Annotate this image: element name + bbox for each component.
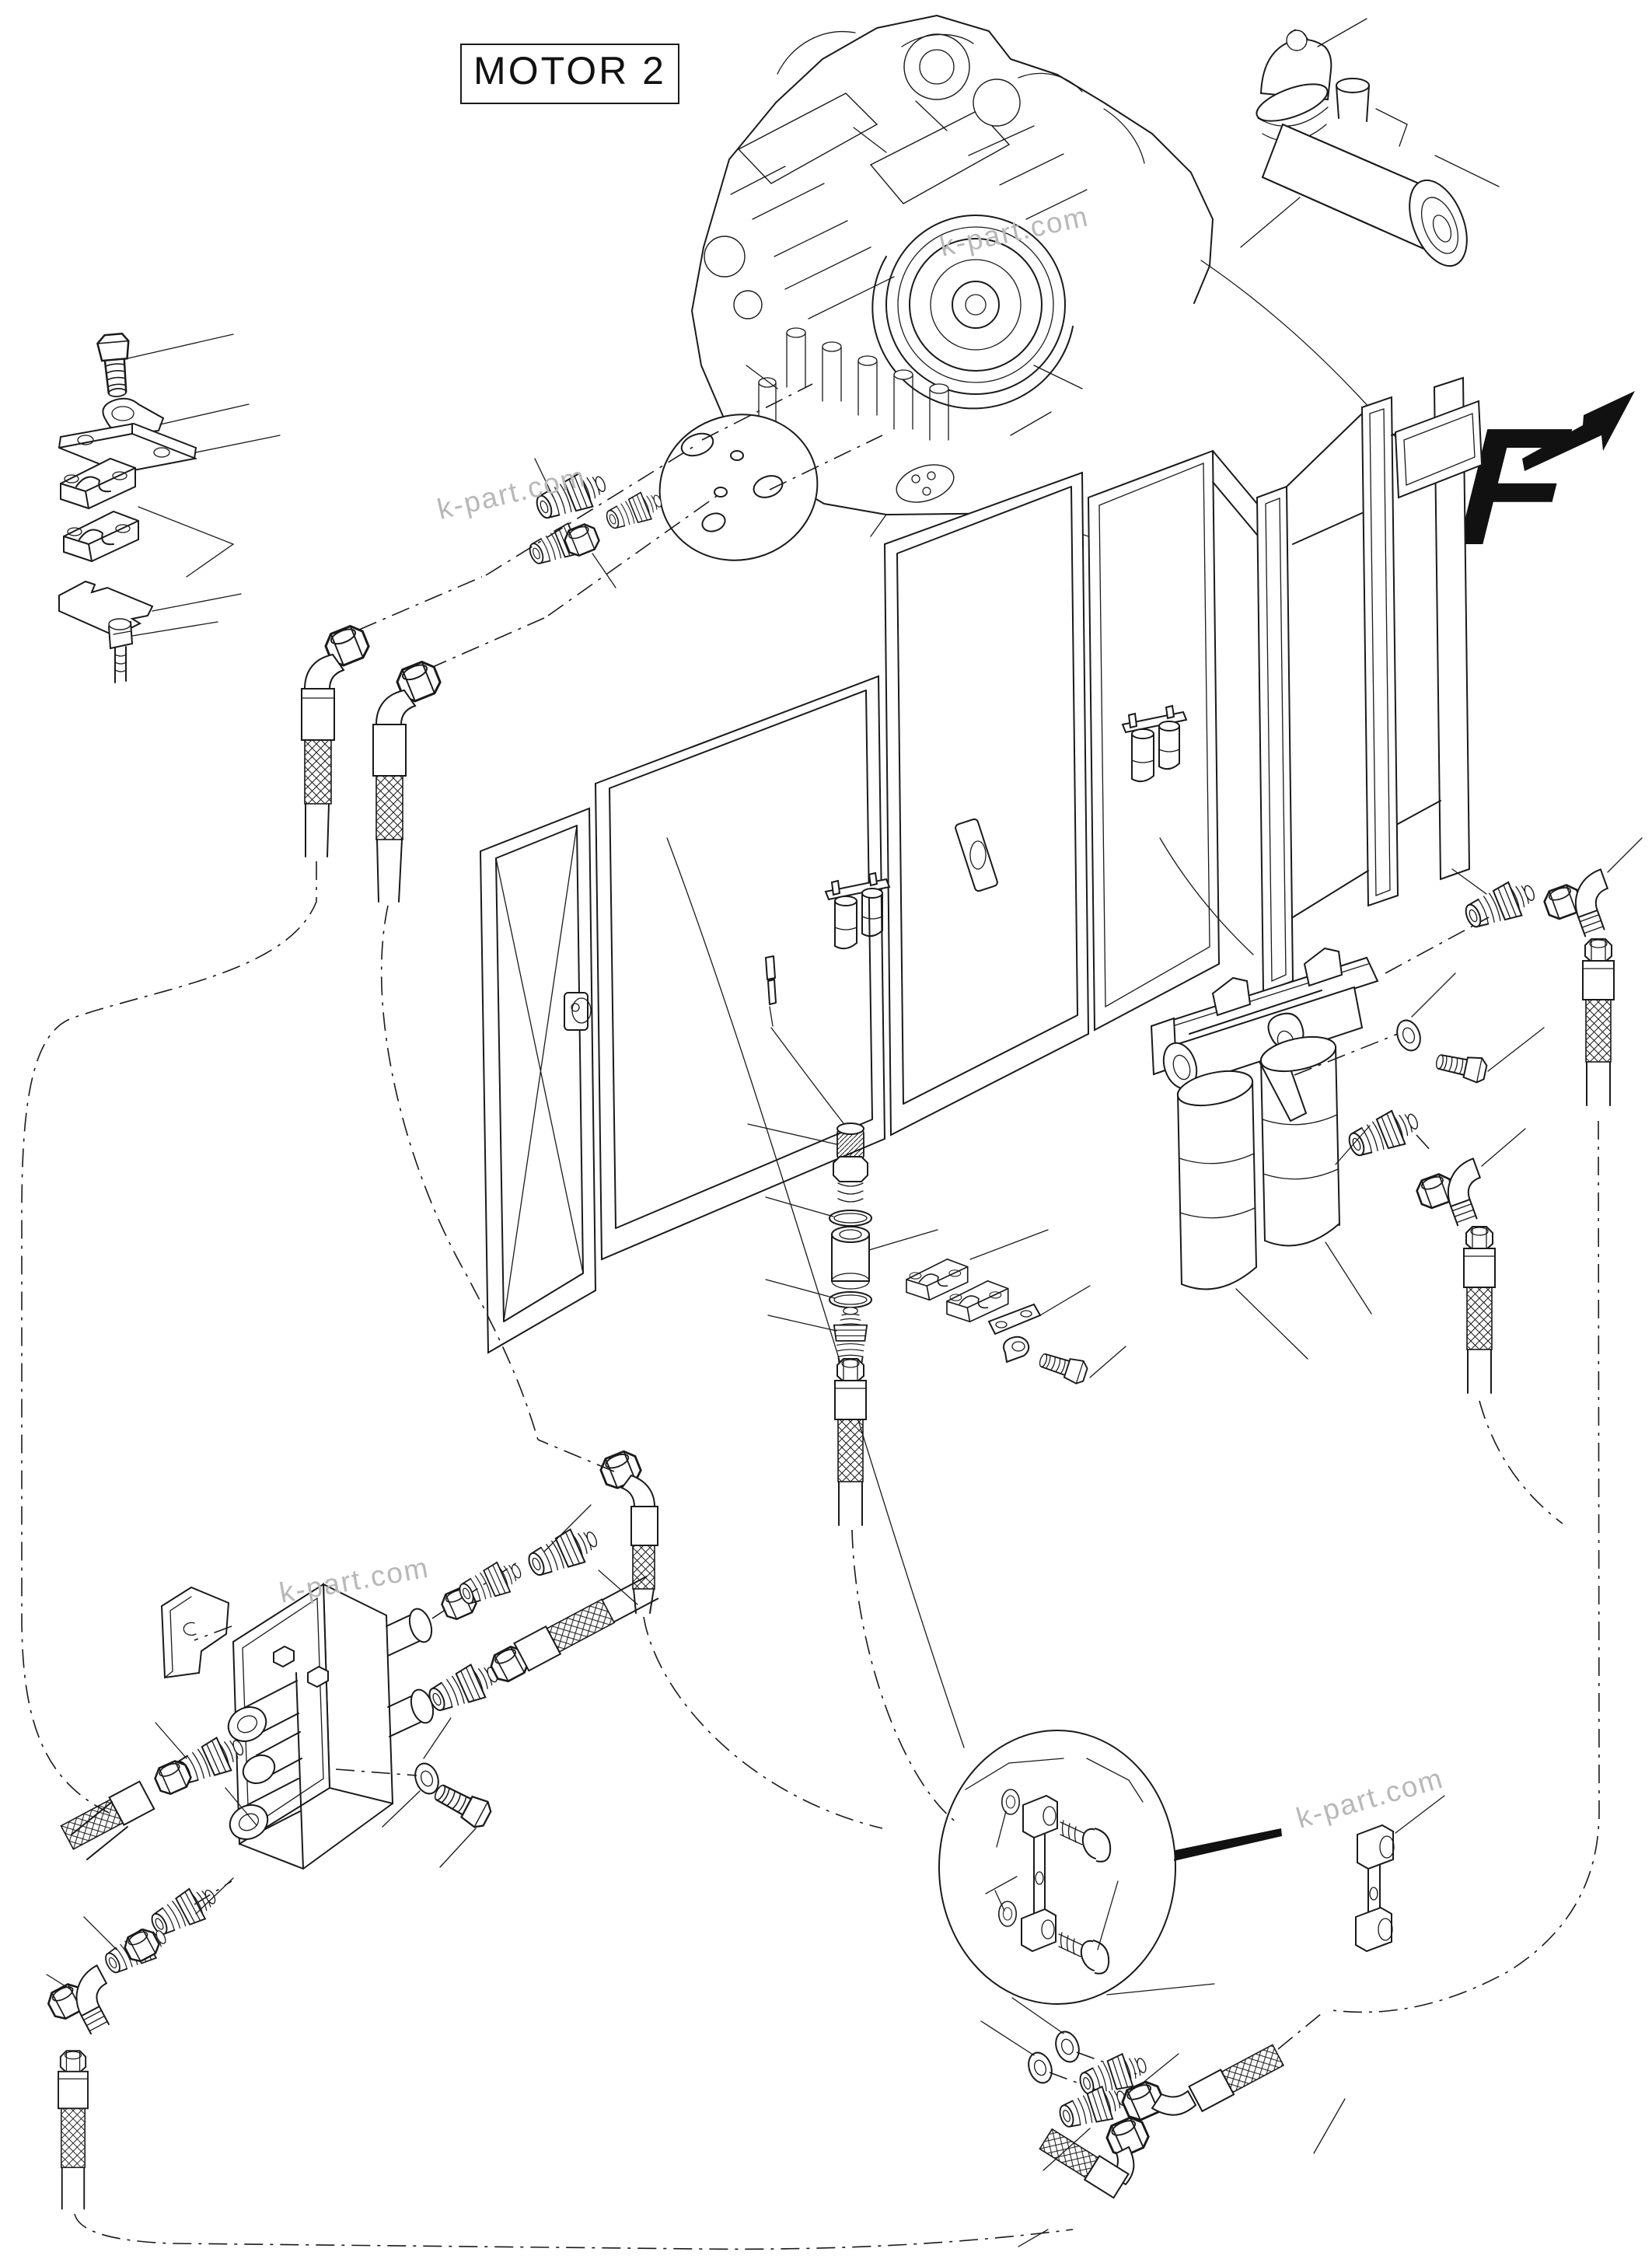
motor-label-box	[460, 44, 679, 104]
clamp-half-lower	[63, 511, 139, 562]
center-panel	[594, 675, 886, 1261]
left-elbow-hoses	[21, 621, 539, 1814]
watermark-4: k-part.com	[1293, 1762, 1448, 1835]
filter-element-1	[1176, 1070, 1257, 1290]
right-hose-lower	[1464, 1227, 1495, 1393]
radiator-panels	[479, 376, 1483, 1748]
clamp-kit	[58, 332, 281, 683]
detail-circle	[938, 1730, 1282, 2005]
motor-label: MOTOR 2	[460, 44, 679, 104]
elbow-hose-2	[372, 657, 445, 903]
door-latch	[564, 992, 592, 1031]
return-hose-1	[1117, 2009, 1326, 2125]
stack-hose	[835, 1359, 866, 1525]
detail-pointer	[1174, 1828, 1282, 1861]
clamp-lock-washer	[1003, 1335, 1030, 1363]
heat-exchanger	[44, 1504, 1074, 2250]
engine-illustration	[691, 15, 1428, 537]
cooler-bolts	[273, 1645, 329, 1688]
fuel-pump	[1240, 18, 1500, 267]
flywheel	[871, 215, 1074, 410]
cooler-fittings-right	[423, 1504, 659, 1759]
filter-element-2	[1259, 1035, 1340, 1247]
bleeder-fitting	[765, 955, 844, 1124]
panel-stay	[955, 818, 998, 892]
link-block-bottom	[1021, 1908, 1057, 1953]
cooler-drain-group	[44, 1877, 1074, 2250]
pipe-clamp-set	[906, 1229, 1126, 1387]
bottom-return-hoses	[980, 1983, 1346, 2247]
access-door	[479, 807, 597, 1354]
cooler-fittings-left	[60, 1722, 257, 1860]
clamp-kit-cover-plate	[58, 422, 281, 474]
o-ring-1	[829, 1210, 872, 1227]
adapter-plate	[658, 414, 819, 561]
sleeve	[831, 1226, 870, 1290]
cooler-bracket	[160, 1586, 230, 1679]
cooler-front-ports	[227, 1680, 302, 1840]
clamp-kit-bolt	[96, 332, 134, 399]
clamp-kit-spacer	[58, 580, 242, 637]
engine-cylinders	[758, 327, 949, 441]
clamp-kit-socket-screw	[107, 618, 218, 683]
filter-fittings-right	[1294, 837, 1643, 2013]
center-stack	[747, 1123, 957, 1823]
direction-arrow-icon	[1522, 391, 1635, 471]
drain-hose	[58, 2051, 88, 2208]
banjo-bolt-2	[1058, 1932, 1110, 1974]
motor-label-text: MOTOR 2	[473, 49, 666, 93]
cooler-right-ports	[386, 1608, 435, 1737]
return-hose-2	[1018, 2112, 1153, 2247]
watermark-1: k-part.com	[435, 460, 589, 525]
large-panel	[883, 471, 1090, 1136]
banjo-bolt-1	[1060, 1820, 1112, 1863]
filter-head-manifold	[1162, 986, 1364, 1090]
adapter-fittings	[524, 458, 667, 588]
clamp-half-upper	[60, 458, 136, 509]
link-assembled	[1355, 1795, 1445, 1953]
cooler-bolt	[429, 1777, 495, 1831]
right-hose-upper	[1583, 939, 1614, 1105]
o-ring-2	[829, 1291, 872, 1308]
elbow-hose-1	[301, 621, 373, 857]
fuel-filter-assembly	[1150, 947, 1379, 1360]
link-block-top	[1022, 1794, 1058, 1839]
clamp-bolt	[1036, 1347, 1090, 1387]
protective-plug	[833, 1123, 868, 1203]
cooler-block	[227, 1583, 435, 1870]
cooler-hose-right	[486, 1576, 659, 1686]
mid-elbow-hose	[537, 1439, 883, 1829]
frame-posts	[1212, 376, 1483, 1122]
